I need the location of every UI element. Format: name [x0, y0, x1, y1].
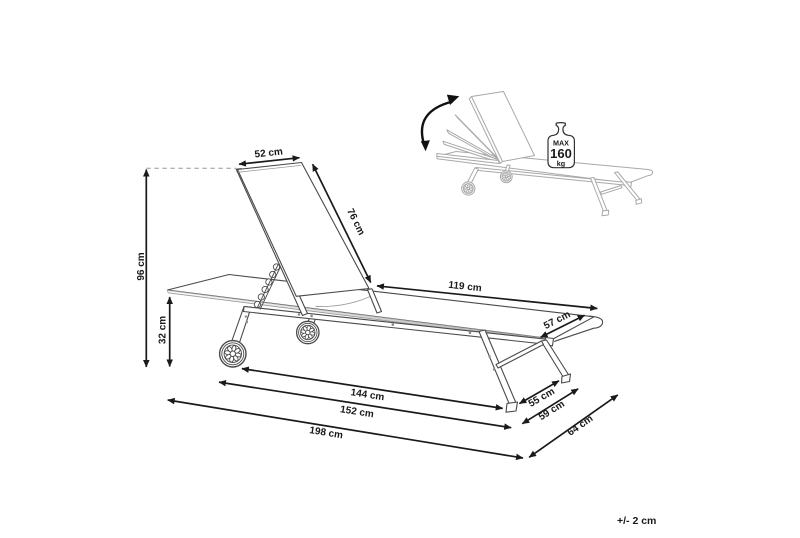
svg-text:+/- 2 cm: +/- 2 cm	[617, 515, 656, 527]
svg-text:52 cm: 52 cm	[254, 147, 283, 161]
svg-text:144 cm: 144 cm	[350, 387, 385, 403]
svg-text:kg: kg	[557, 159, 565, 168]
svg-text:MAX: MAX	[553, 139, 569, 148]
svg-text:32 cm: 32 cm	[157, 316, 168, 344]
svg-text:119 cm: 119 cm	[448, 280, 482, 294]
svg-text:152 cm: 152 cm	[339, 404, 374, 420]
svg-text:160: 160	[550, 146, 572, 161]
svg-text:96 cm: 96 cm	[136, 252, 147, 280]
svg-text:198 cm: 198 cm	[308, 425, 343, 441]
